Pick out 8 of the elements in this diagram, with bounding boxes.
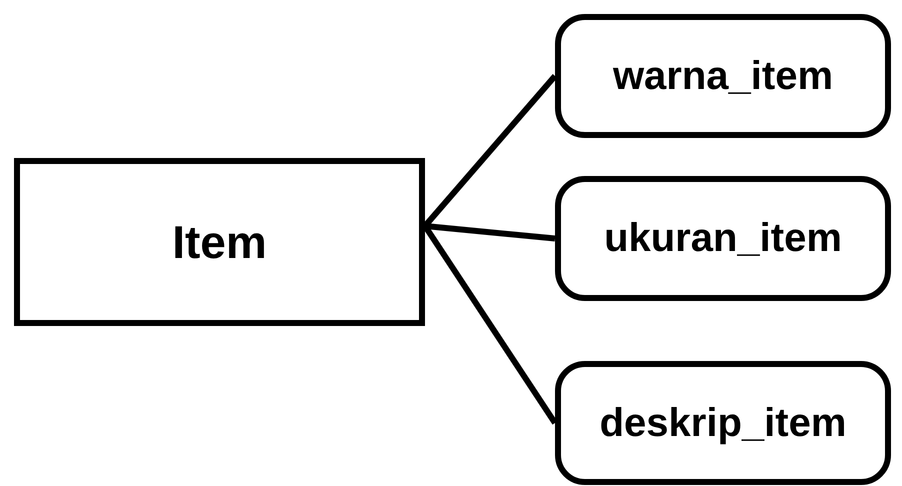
entity-box [14, 158, 425, 326]
attribute-box [555, 14, 891, 138]
node-label: deskrip_item [600, 400, 846, 446]
attribute-box [555, 176, 891, 301]
node-label: Item [172, 215, 267, 269]
attribute-box [555, 361, 891, 485]
node-label: ukuran_item [604, 216, 842, 261]
node-label: warna_item [612, 54, 834, 98]
